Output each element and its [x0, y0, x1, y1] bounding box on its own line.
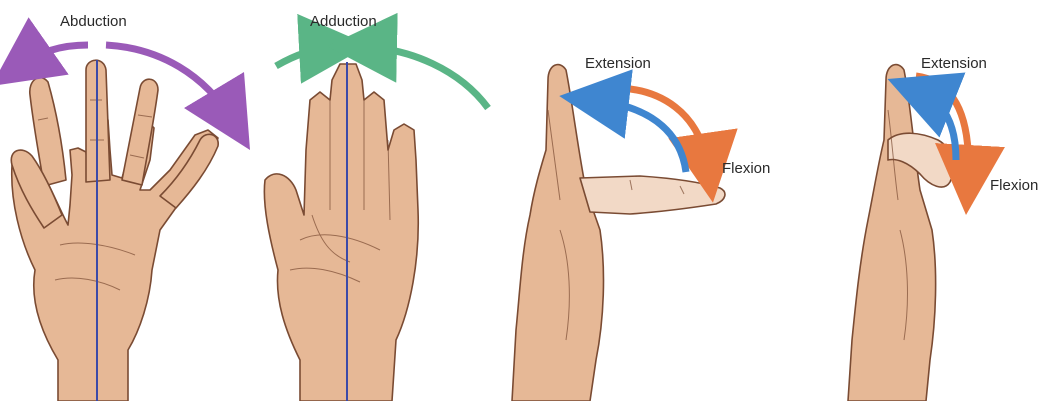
- hand-side-body: [512, 65, 603, 401]
- hand-flexion-side: [512, 65, 725, 401]
- label-adduction: Adduction: [310, 13, 377, 30]
- label-extension-1: Extension: [585, 55, 651, 72]
- abduction-arrow-left: [20, 45, 88, 66]
- abduction-arrow-right: [106, 45, 232, 120]
- label-flexion-1: Flexion: [722, 160, 770, 177]
- adduction-arrow-left: [276, 47, 334, 66]
- label-flexion-2: Flexion: [990, 177, 1038, 194]
- hand-adduction: [264, 64, 418, 401]
- hand-curled-body: [848, 65, 936, 401]
- flexion-arrow-1: [594, 100, 686, 172]
- hand-side-finger-flexed: [580, 176, 725, 214]
- label-extension-2: Extension: [921, 55, 987, 72]
- label-abduction: Abduction: [60, 13, 127, 30]
- hand-adduction-palm: [264, 64, 418, 401]
- hand-abduction: [11, 60, 218, 401]
